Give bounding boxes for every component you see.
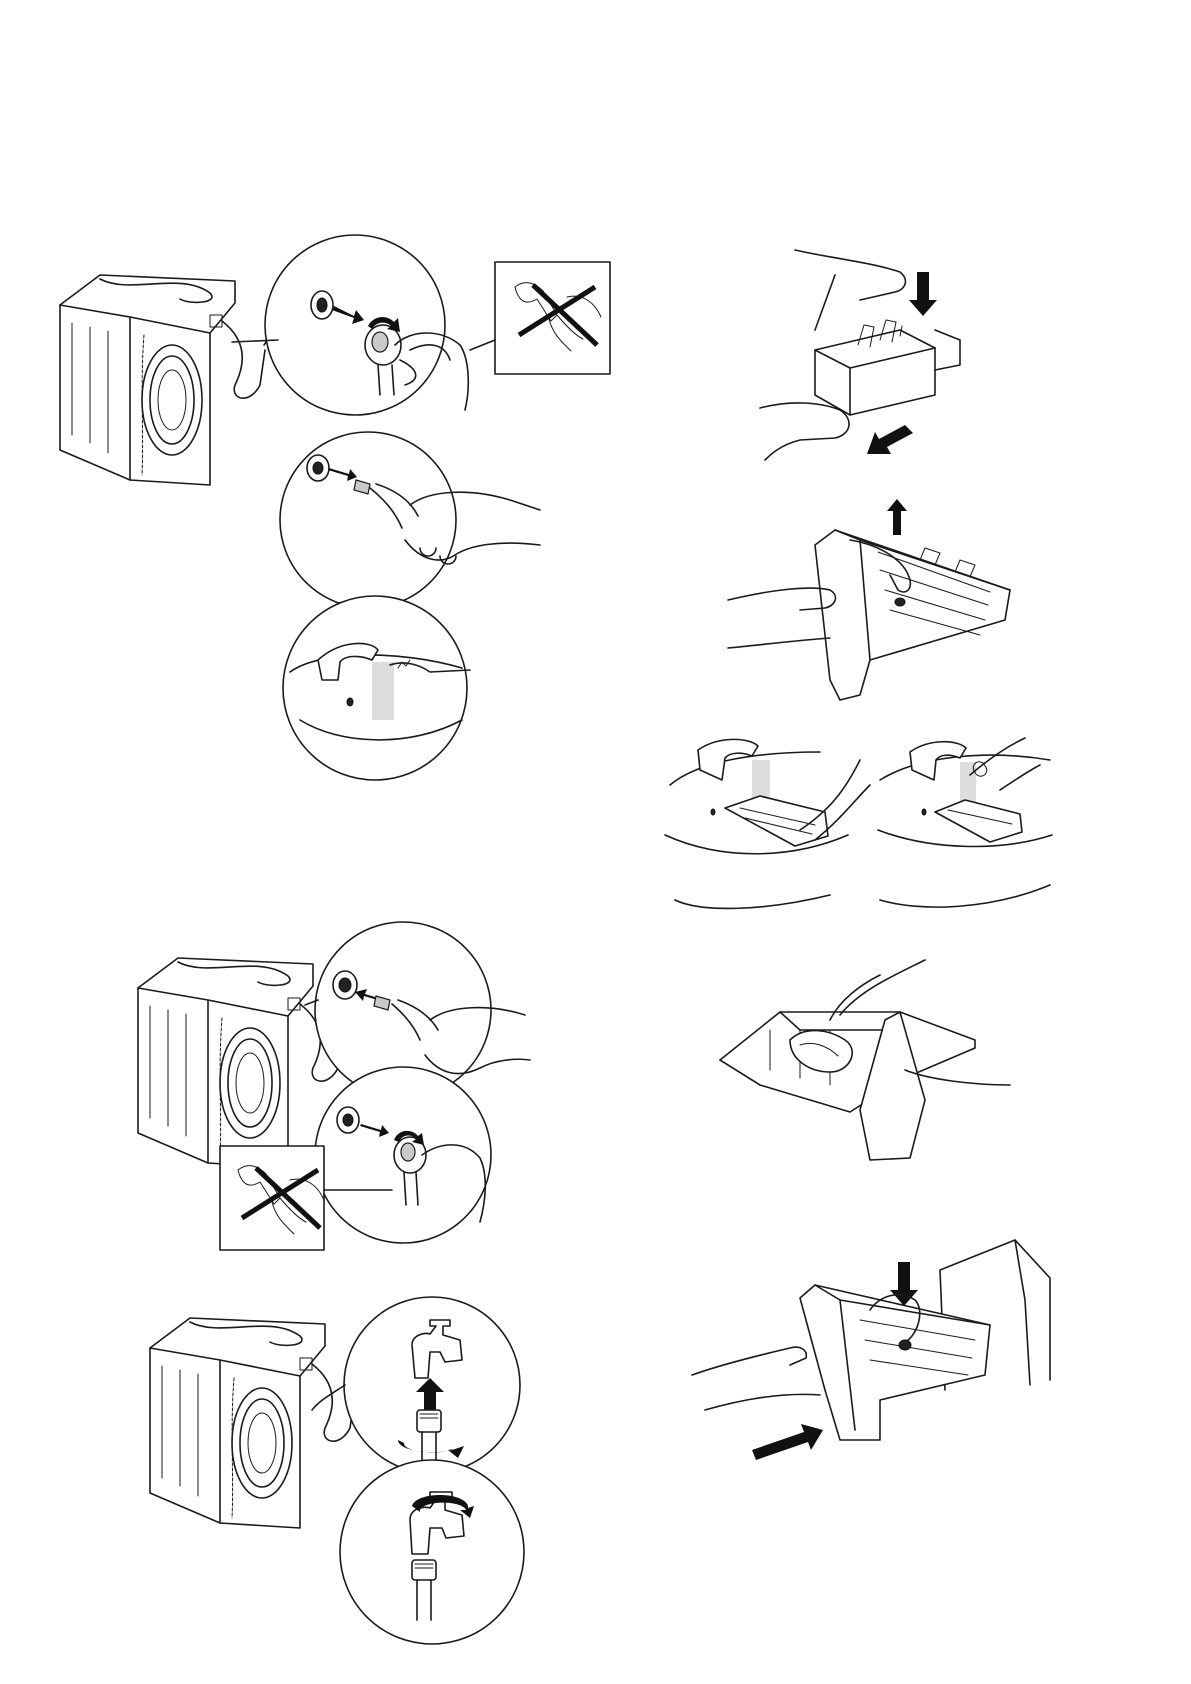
dispenser-remove-icon	[760, 250, 960, 460]
rinse-filter-tap-icon	[283, 596, 470, 780]
dispenser-brush-icon	[720, 960, 1010, 1160]
tap-unscrew-icon	[340, 1460, 524, 1644]
hand-tighten-icon	[315, 1067, 491, 1243]
dispenser-rinse-icon	[665, 739, 870, 908]
inlet-hose-unscrew-icon	[232, 235, 468, 415]
figure-tap-filter-clean	[150, 1297, 524, 1644]
tap-hose-connect-icon	[312, 1297, 520, 1473]
washing-machine-rear-icon	[150, 1318, 362, 1528]
no-pliers-icon	[470, 262, 610, 374]
dispenser-rinse-2-icon	[878, 738, 1052, 907]
figure-inlet-filter-refit	[138, 922, 530, 1250]
pliers-pull-filter-icon	[280, 432, 540, 608]
figure-dispenser-clean	[665, 250, 1052, 1460]
dispenser-reinsert-icon	[692, 1240, 1050, 1460]
figure-inlet-filter-removal	[60, 235, 610, 780]
dispenser-lever-icon	[728, 499, 1010, 700]
washing-machine-rear-icon	[60, 275, 272, 485]
